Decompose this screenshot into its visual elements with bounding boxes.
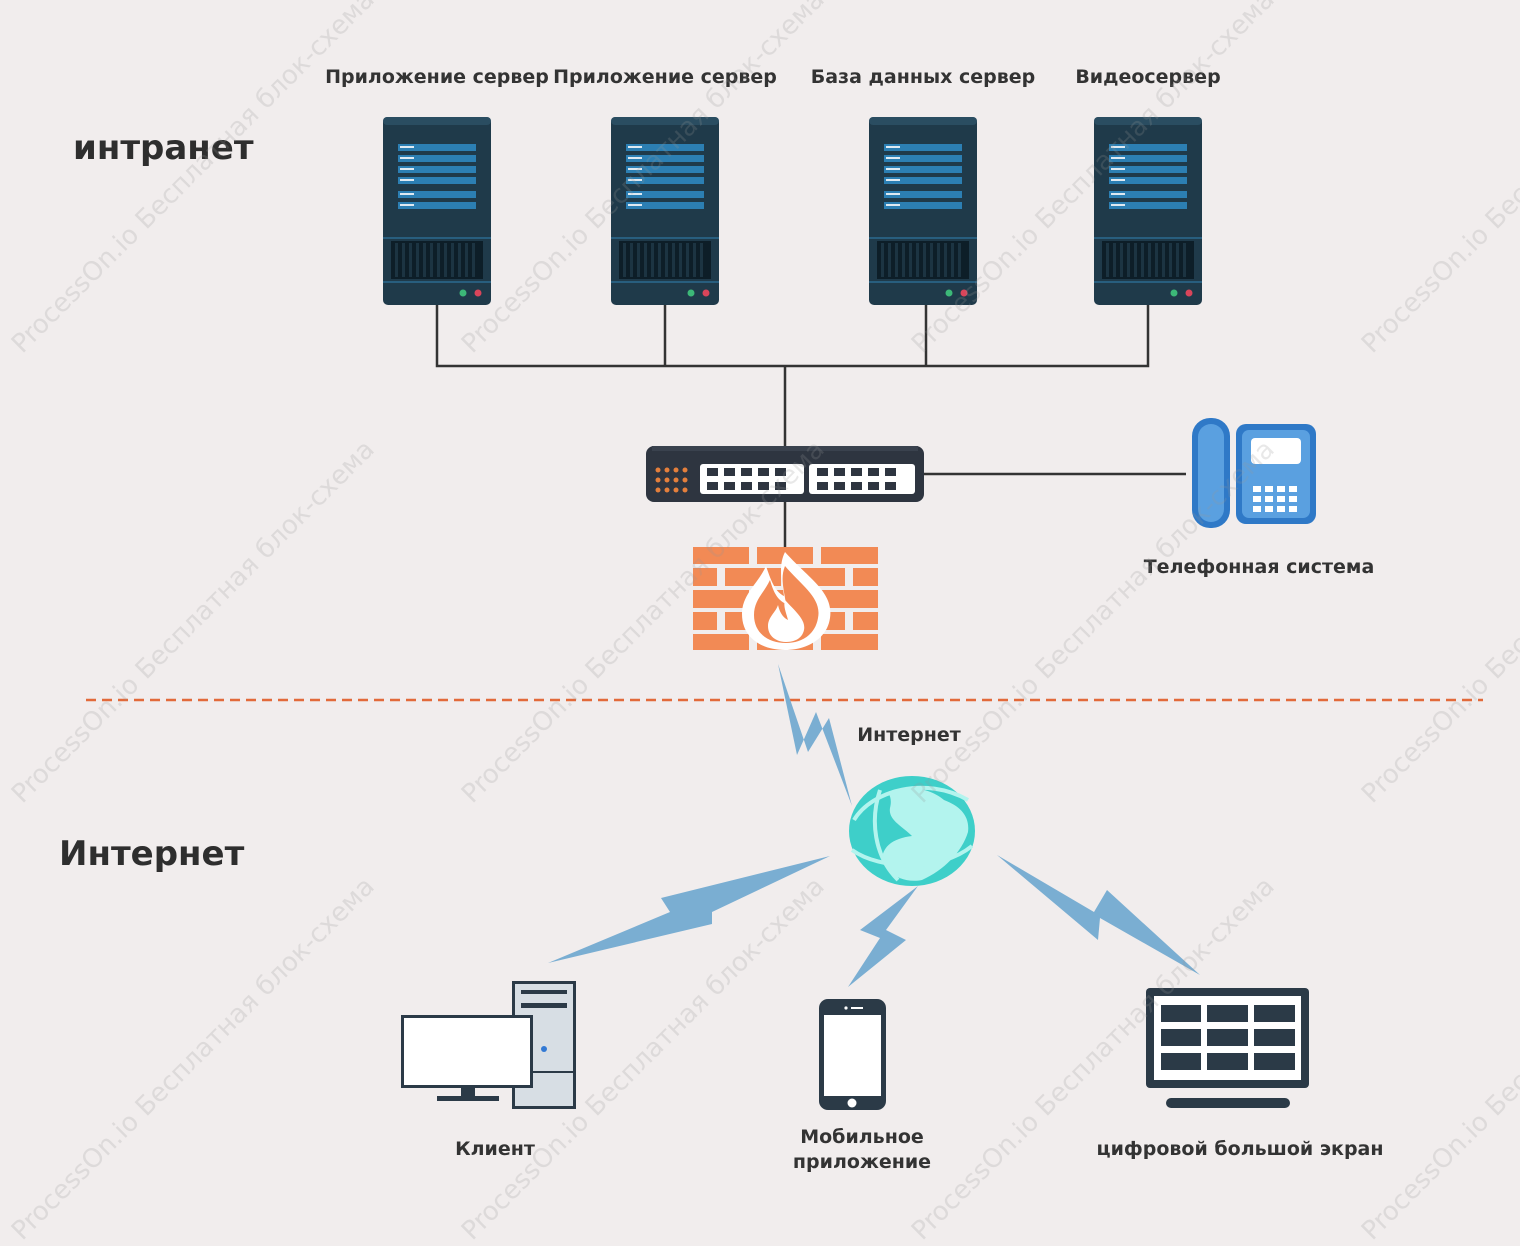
- switch-icon: [646, 446, 924, 502]
- server-icon-video: [1093, 116, 1203, 306]
- server-icon-app-2: [610, 116, 720, 306]
- label-internet-cloud: Интернет: [857, 724, 961, 746]
- label-app-server-2: Приложение сервер: [553, 66, 777, 88]
- smartphone-icon: [819, 999, 886, 1110]
- firewall-icon: [693, 547, 878, 650]
- label-mobile-app-line2: приложение: [792, 1151, 932, 1173]
- server-icon-app-1: [382, 116, 492, 306]
- label-mobile-app-line1: Мобильное: [800, 1126, 924, 1148]
- desktop-icon: [401, 981, 576, 1109]
- label-video-server: Видеосервер: [1075, 66, 1221, 88]
- zone-title-internet: Интернет: [59, 834, 245, 874]
- zone-title-intranet: интранет: [73, 128, 254, 168]
- server-icon-db: [868, 116, 978, 306]
- label-mobile-app: Мобильное приложение: [793, 1125, 931, 1175]
- display-wall-icon: [1146, 988, 1309, 1108]
- wireless-links: [548, 664, 1200, 987]
- globe-icon: [849, 776, 975, 886]
- label-app-server-1: Приложение сервер: [325, 66, 549, 88]
- connection-lines: [435, 305, 1186, 547]
- label-client: Клиент: [455, 1138, 535, 1160]
- label-db-server: База данных сервер: [810, 66, 1036, 88]
- label-digital-screen: цифровой большой экран: [1096, 1138, 1384, 1160]
- label-phone-system: Телефонная система: [1143, 556, 1375, 578]
- phone-icon: [1192, 418, 1316, 528]
